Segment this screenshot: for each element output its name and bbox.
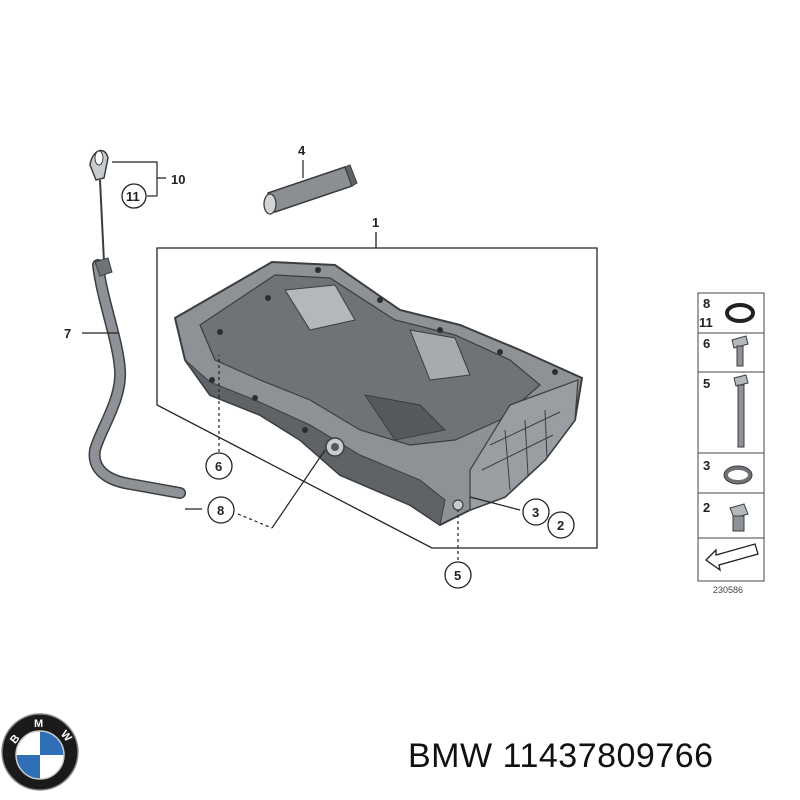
callout-8: 8 (217, 503, 224, 518)
side-panel: 8 11 6 5 3 2 23 (697, 292, 765, 595)
logo-letter-m: M (34, 718, 43, 730)
callout-1: 1 (372, 215, 379, 230)
callout-11: 11 (126, 189, 140, 204)
side-label-5: 5 (703, 376, 710, 391)
arrow-icon (704, 543, 759, 572)
long-bolt-icon (733, 374, 749, 448)
diagram-code: 230586 (713, 585, 743, 595)
side-label-8: 8 (703, 296, 710, 311)
drain-plug-icon (729, 503, 749, 532)
part-number: 11437809766 (502, 737, 714, 775)
callout-7: 7 (64, 326, 71, 341)
oil-pan (173, 260, 584, 527)
callout-10: 10 (171, 172, 185, 187)
side-label-11: 11 (699, 315, 713, 330)
dipstick-assembly (88, 149, 186, 499)
callout-leaders (218, 355, 521, 560)
sealant-tube (263, 160, 358, 215)
side-label-2: 2 (703, 500, 710, 515)
short-bolt-icon (731, 335, 749, 367)
callout-3: 3 (532, 505, 539, 520)
side-label-3: 3 (703, 458, 710, 473)
bmw-logo: B M W (1, 713, 79, 791)
o-ring-icon (725, 303, 755, 323)
dipstick-leaders (82, 161, 326, 529)
callout-6: 6 (215, 459, 222, 474)
sealing-washer-icon (723, 465, 753, 485)
part-1-bracket (156, 232, 598, 549)
callout-2: 2 (557, 518, 564, 533)
callout-5: 5 (454, 568, 461, 583)
side-label-6: 6 (703, 336, 710, 351)
brand-name: BMW (408, 737, 493, 775)
callout-4: 4 (298, 143, 306, 158)
